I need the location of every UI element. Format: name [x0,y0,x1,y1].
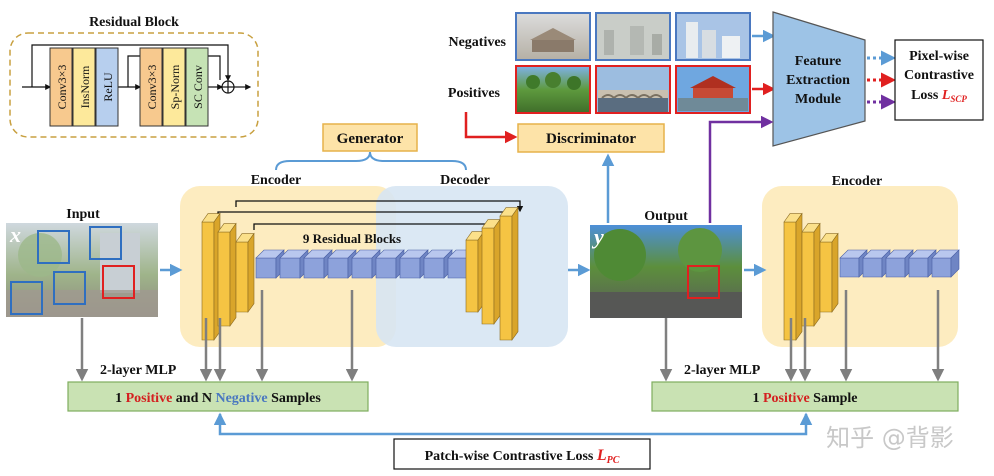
layer-insnorm [72,47,96,127]
feature-module-line2: Extraction [786,73,850,88]
positives-label: Positives [448,86,501,101]
output-image: y [590,224,742,318]
residual-cube [885,257,906,278]
residual-cube [908,257,929,278]
patch-loss-connector [218,414,808,436]
decoder-conv-layer [499,215,513,341]
watermark: 知乎 @背影 [826,424,954,452]
encoder-conv-layer [235,241,249,313]
positive-image [515,65,591,114]
negatives-label: Negatives [448,35,506,50]
positive-images [515,65,751,114]
encoder-conv-layer [201,221,215,341]
decoder-conv-layer [481,227,495,325]
encoder-conv-layer [813,222,821,327]
encoder-left-label: Encoder [251,173,302,188]
pixel-loss-line2: Contrastive [904,68,974,83]
residual-cube [950,249,960,278]
encoder-right-label: Encoder [832,174,883,189]
input-variable: x [9,222,21,247]
residual-cube [931,257,952,278]
generator-box [322,123,418,152]
left-samples-box [67,381,369,412]
layer-label: SC Conv [191,65,205,109]
discriminator-box [517,123,665,153]
output-variable: y [591,224,604,249]
residual-cube [839,257,860,278]
encoder-conv-layer [217,231,231,327]
encoder-conv-layer [819,241,833,313]
positive-image [675,65,751,114]
right-samples-box [651,381,959,412]
residual-block: Residual Block Conv3×3 InsNorm ReLU Conv… [9,15,259,138]
residual-cube [399,257,421,279]
encoder-conv-layer [801,231,815,327]
encoder-conv-layer [795,212,803,341]
negative-images [515,12,751,61]
encoder-left-layers [201,212,255,341]
pixel-loss-line1: Pixel-wise [909,49,969,64]
patch-loss-box [393,438,651,470]
encoder-right-layers [783,212,839,341]
negative-image [595,12,671,61]
discriminator-label: Discriminator [546,131,636,147]
decoder-layers [465,206,519,341]
residual-block-title: Residual Block [89,15,179,30]
residual-cube [423,257,445,279]
decoder-conv-layer [511,206,519,341]
negative-image [675,12,751,61]
layer-conv-1 [49,47,73,127]
layer-label: Conv3×3 [145,65,159,110]
encoder-conv-layer [247,232,255,313]
generator-brace [275,151,467,171]
residual-cube [327,257,349,279]
residual-cube [447,257,469,279]
positive-image [595,65,671,114]
encoder-conv-layer [229,222,237,327]
feature-module-line3: Module [795,92,841,107]
right-samples-text: 1 Positive Sample [753,391,858,406]
pixel-loss-line3: Loss LSCP [911,88,967,104]
input-label: Input [66,207,100,222]
left-samples-text: 1 Positive and N Negative Samples [115,391,321,406]
input-image: x [6,222,158,317]
feature-extraction-module [772,11,866,147]
generator-label: Generator [337,131,404,147]
layer-label: Sp-Norm [168,64,182,109]
encoder-conv-layer [831,232,839,313]
layer-scconv [185,47,209,127]
decoder-conv-layer [493,218,501,325]
residual-cubes [255,249,477,279]
residual-cube [279,257,301,279]
decoder-conv-layer [465,239,479,313]
mlp-right-label: 2-layer MLP [684,363,761,378]
mlp-left-label: 2-layer MLP [100,363,177,378]
output-label: Output [644,209,688,224]
residual-block-frame [9,32,259,138]
residual-blocks-label: 9 Residual Blocks [303,231,401,246]
pixel-loss-box [894,39,984,121]
residual-cube [303,257,325,279]
decoder-label: Decoder [440,173,490,188]
layer-label: ReLU [101,72,115,102]
feature-module-line1: Feature [795,54,841,69]
encoder-right-cubes [839,249,960,278]
negative-image [515,12,591,61]
patch-loss-text: Patch-wise Contrastive Loss LPC [425,447,620,466]
layer-relu [95,47,119,127]
layer-conv-2 [139,47,163,127]
layer-spnorm [162,47,186,127]
residual-cube [375,257,397,279]
residual-cube [255,257,277,279]
residual-cube [351,257,373,279]
mlp-feature-arrows [75,290,945,382]
layer-label: Conv3×3 [55,65,69,110]
layer-label: InsNorm [78,65,92,108]
residual-cube [862,257,883,278]
